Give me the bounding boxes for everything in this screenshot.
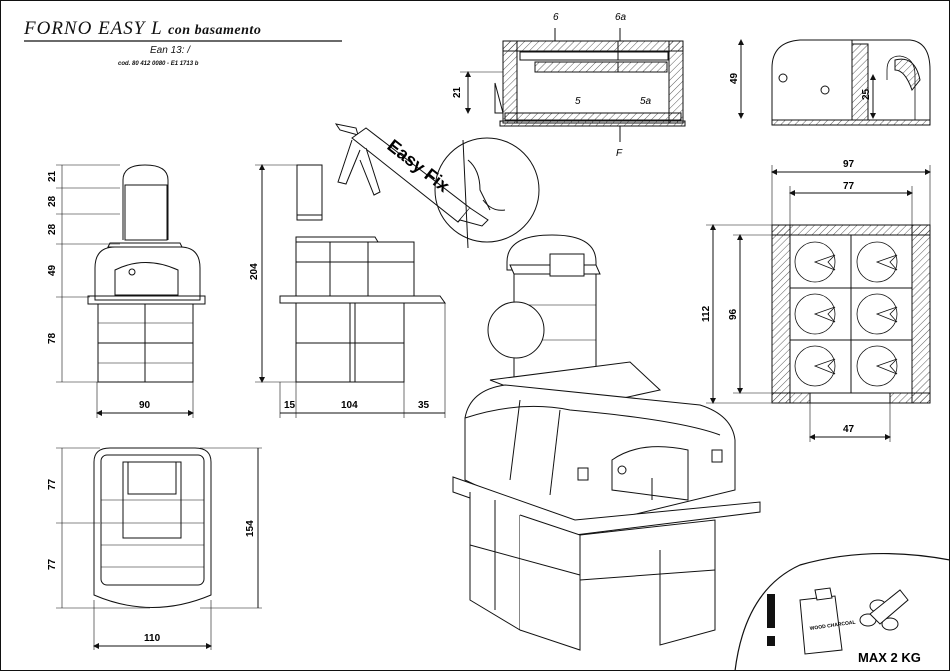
charcoal-bag-icon: [800, 588, 842, 654]
top-view: [56, 448, 262, 650]
dim-plan-inner: 77: [843, 181, 855, 192]
dim-plan-outer: 97: [843, 159, 855, 170]
firewood-icon: [860, 590, 908, 630]
label-6a: 6a: [615, 12, 627, 23]
dim-side-1: 15: [284, 400, 296, 411]
dim-top-width: 110: [144, 633, 161, 644]
dim-top-right: 154: [245, 520, 256, 537]
dim-front-2: 28: [47, 195, 58, 207]
plan-view: [706, 165, 930, 442]
label-f: F: [616, 148, 623, 159]
sealant-gun: [336, 124, 488, 226]
side-view: [255, 165, 445, 418]
label-6: 6: [553, 12, 559, 23]
dim-plan-inner-left: 96: [728, 308, 739, 320]
dim-25-side: 25: [861, 88, 872, 100]
front-view: [56, 165, 205, 418]
dim-front-3: 28: [47, 223, 58, 235]
dim-side-3: 35: [418, 400, 430, 411]
dim-front-5: 78: [47, 332, 58, 344]
dim-21-section: 21: [452, 86, 463, 98]
dim-front-1: 21: [47, 170, 58, 182]
dim-side-2: 104: [341, 400, 358, 411]
dim-49-side: 49: [729, 72, 740, 84]
dim-plan-left: 112: [701, 305, 712, 322]
dim-top-2: 77: [47, 558, 58, 570]
label-5a: 5a: [640, 96, 652, 107]
dim-front-4: 49: [47, 264, 58, 276]
warning-icon: [767, 594, 775, 646]
max-weight-label: MAX 2 KG: [858, 650, 921, 665]
section-view: [460, 28, 685, 142]
side-view-small: [741, 40, 930, 125]
oven-3d-view: [453, 235, 760, 650]
dim-side-height: 204: [249, 263, 260, 280]
dim-top-1: 77: [47, 478, 58, 490]
dim-front-width: 90: [139, 400, 151, 411]
label-5: 5: [575, 96, 581, 107]
dim-plan-bottom: 47: [843, 424, 855, 435]
